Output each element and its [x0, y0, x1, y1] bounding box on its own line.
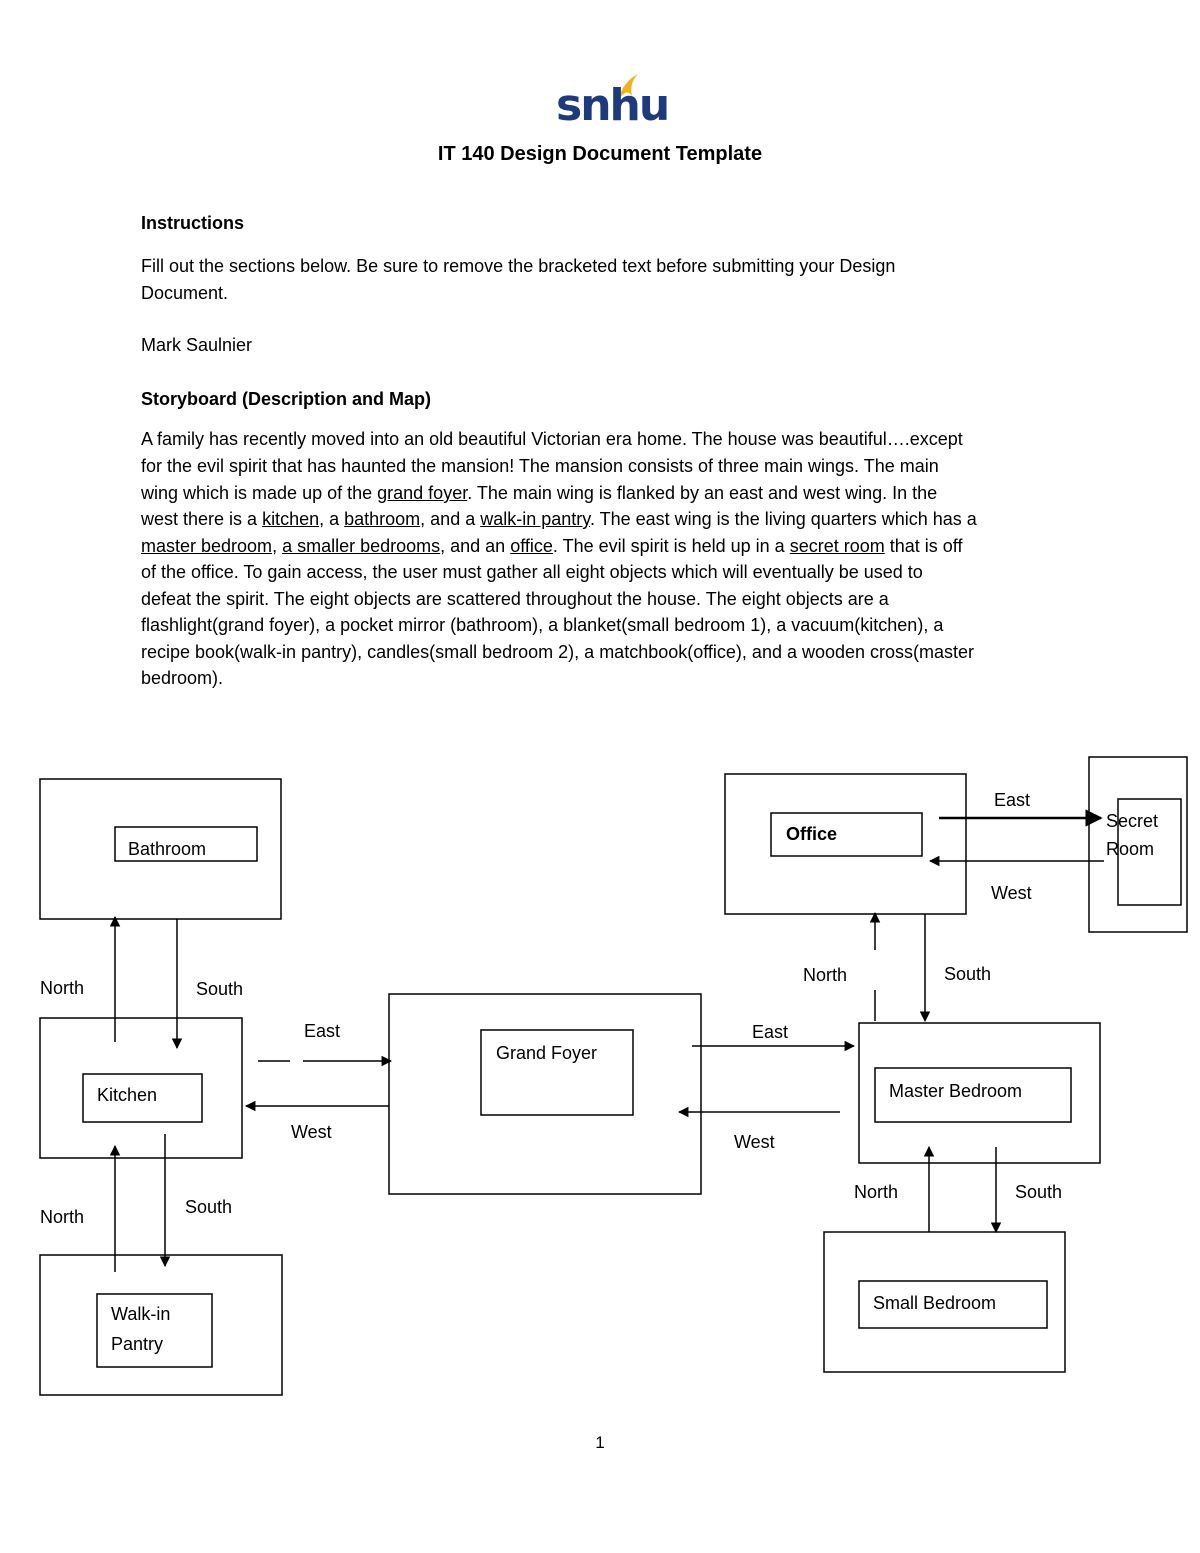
pantry-label-box [96, 1293, 213, 1368]
pantry-label-line-1: Walk-in [111, 1304, 170, 1324]
text-run: , and an [440, 536, 511, 556]
secret-room-underlined: secret room [789, 536, 885, 556]
bathroom-underlined: bathroom [344, 509, 421, 529]
instructions-heading: Instructions [141, 213, 245, 233]
text-run: . The evil spirit is held up in a [552, 536, 790, 556]
master-bedroom-underlined: master bedroom [141, 536, 273, 556]
smaller-bedrooms-underlined: a smaller bedrooms [282, 536, 441, 556]
kitchen-underlined: kitchen [262, 509, 320, 529]
storyboard-line: bedroom). [141, 668, 224, 688]
text-run: . The east wing is the living quarters w… [589, 509, 977, 529]
storyboard-line: flashlight(grand foyer), a pocket mirror… [141, 615, 944, 635]
instructions-line-1: Fill out the sections below. Be sure to … [141, 256, 896, 276]
grand-foyer-label-box [480, 1029, 634, 1116]
grand-foyer-label: Grand Foyer [496, 1043, 597, 1063]
storyboard-line: master bedroom, a smaller bedrooms, and … [141, 533, 1071, 560]
office-underlined: office [510, 536, 553, 556]
logo-text: snhu [556, 80, 670, 131]
secret-room-label-line-1: Secret [1106, 811, 1158, 831]
secret-room-label-line-2: Room [1106, 839, 1154, 859]
pantry-underlined: walk-in pantry [480, 509, 590, 529]
bathroom-label-box [114, 826, 258, 862]
direction-north-label: North [854, 1182, 898, 1202]
small-bedroom-room-box [823, 1231, 1066, 1373]
master-bedroom-label: Master Bedroom [889, 1081, 1022, 1101]
house-map-diagram: Bathroom Kitchen Walk-in Pantry Grand Fo… [39, 756, 1188, 1396]
direction-south-label: South [944, 964, 991, 984]
storyboard-line: for the evil spirit that has haunted the… [141, 456, 939, 476]
direction-east-label: East [304, 1021, 340, 1041]
direction-west-label: West [991, 883, 1032, 903]
author-name: Mark Saulnier [141, 335, 253, 355]
pantry-label-line-2: Pantry [111, 1334, 163, 1354]
storyboard-heading: Storyboard (Description and Map) [141, 389, 432, 409]
text-run: , and a [420, 509, 481, 529]
direction-north-label: North [803, 965, 847, 985]
text-run: , [272, 536, 283, 556]
direction-south-label: South [185, 1197, 232, 1217]
direction-east-label: East [994, 790, 1030, 810]
storyboard-line: defeat the spirit. The eight objects are… [141, 589, 889, 609]
direction-south-label: South [1015, 1182, 1062, 1202]
document-title: IT 140 Design Document Template [437, 143, 763, 165]
page-number: 1 [595, 1433, 605, 1452]
kitchen-room-box [39, 1017, 243, 1159]
storyboard-line: of the office. To gain access, the user … [141, 562, 923, 582]
storyboard-line: west there is a kitchen, a bathroom, and… [141, 506, 1071, 533]
master-bedroom-room-box [858, 1022, 1101, 1164]
kitchen-label: Kitchen [97, 1085, 157, 1105]
small-bedroom-label-box [858, 1280, 1048, 1329]
direction-east-label: East [752, 1022, 788, 1042]
storyboard-line: A family has recently moved into an old … [141, 429, 963, 449]
direction-west-label: West [734, 1132, 775, 1152]
text-run: that is off [884, 536, 963, 556]
office-label-box [770, 812, 923, 857]
direction-north-label: North [40, 978, 84, 998]
instructions-line-2: Document. [141, 283, 229, 303]
office-room-box [724, 773, 967, 915]
direction-west-label: West [291, 1122, 332, 1142]
kitchen-label-box [82, 1073, 203, 1123]
flame-icon [618, 74, 638, 100]
office-label: Office [786, 824, 837, 844]
direction-north-label: North [40, 1207, 84, 1227]
storyboard-line: recipe book(walk-in pantry), candles(sma… [141, 642, 975, 662]
secret-room-label-box [1117, 798, 1182, 906]
text-run: . The main wing is flanked by an east an… [467, 483, 938, 503]
bathroom-room-box [39, 778, 282, 920]
text-run: wing which is made up of the [141, 483, 378, 503]
bathroom-label: Bathroom [128, 839, 206, 859]
snhu-logo [552, 70, 648, 134]
storyboard-line: wing which is made up of the grand foyer… [141, 480, 1071, 507]
small-bedroom-label: Small Bedroom [873, 1293, 996, 1313]
secret-room-box [1088, 756, 1188, 933]
master-bedroom-label-box [874, 1067, 1072, 1123]
text-run: west there is a [141, 509, 263, 529]
text-run: , a [319, 509, 345, 529]
direction-south-label: South [196, 979, 243, 999]
grand-foyer-link-text: grand foyer [377, 483, 468, 503]
pantry-room-box [39, 1254, 283, 1396]
grand-foyer-room-box [388, 993, 702, 1195]
